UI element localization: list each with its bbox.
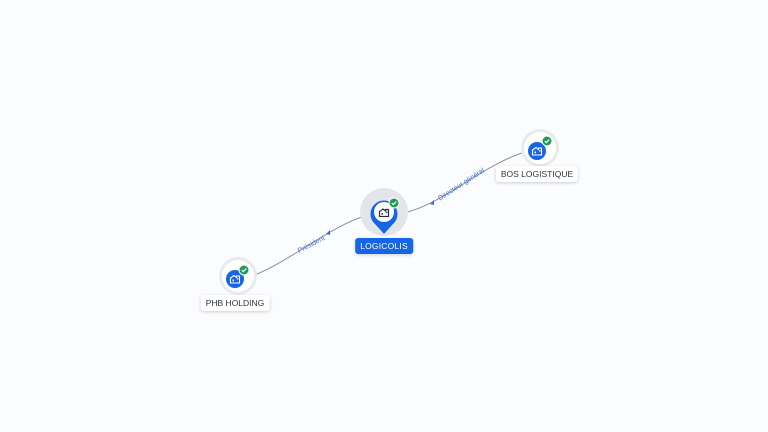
edge-arrow-president-icon [326, 230, 330, 235]
node-label-bos-logistique[interactable]: BOS LOGISTIQUE [495, 166, 579, 182]
node-logicolis[interactable] [360, 188, 408, 236]
edge-label-group-directeur: Directeur général [437, 167, 486, 202]
verified-check-icon [238, 264, 250, 276]
company-building-icon [378, 208, 390, 218]
verified-check-icon [388, 197, 400, 209]
edge-label-president: Président [297, 235, 326, 255]
edge-arrow-directeur-icon [430, 200, 434, 205]
node-phb-holding[interactable] [219, 257, 257, 295]
edge-logicolis-bos [397, 150, 529, 215]
edge-label-group-president: Président [297, 235, 326, 255]
node-label-phb-holding[interactable]: PHB HOLDING [200, 295, 270, 311]
verified-check-icon [541, 135, 553, 147]
company-building-icon [229, 274, 241, 284]
company-building-icon [531, 146, 543, 156]
node-bos-logistique[interactable] [521, 129, 559, 167]
node-label-logicolis[interactable]: LOGICOLIS [355, 238, 413, 254]
edge-label-directeur-general: Directeur général [437, 167, 486, 202]
edge-phb-logicolis [251, 213, 373, 277]
